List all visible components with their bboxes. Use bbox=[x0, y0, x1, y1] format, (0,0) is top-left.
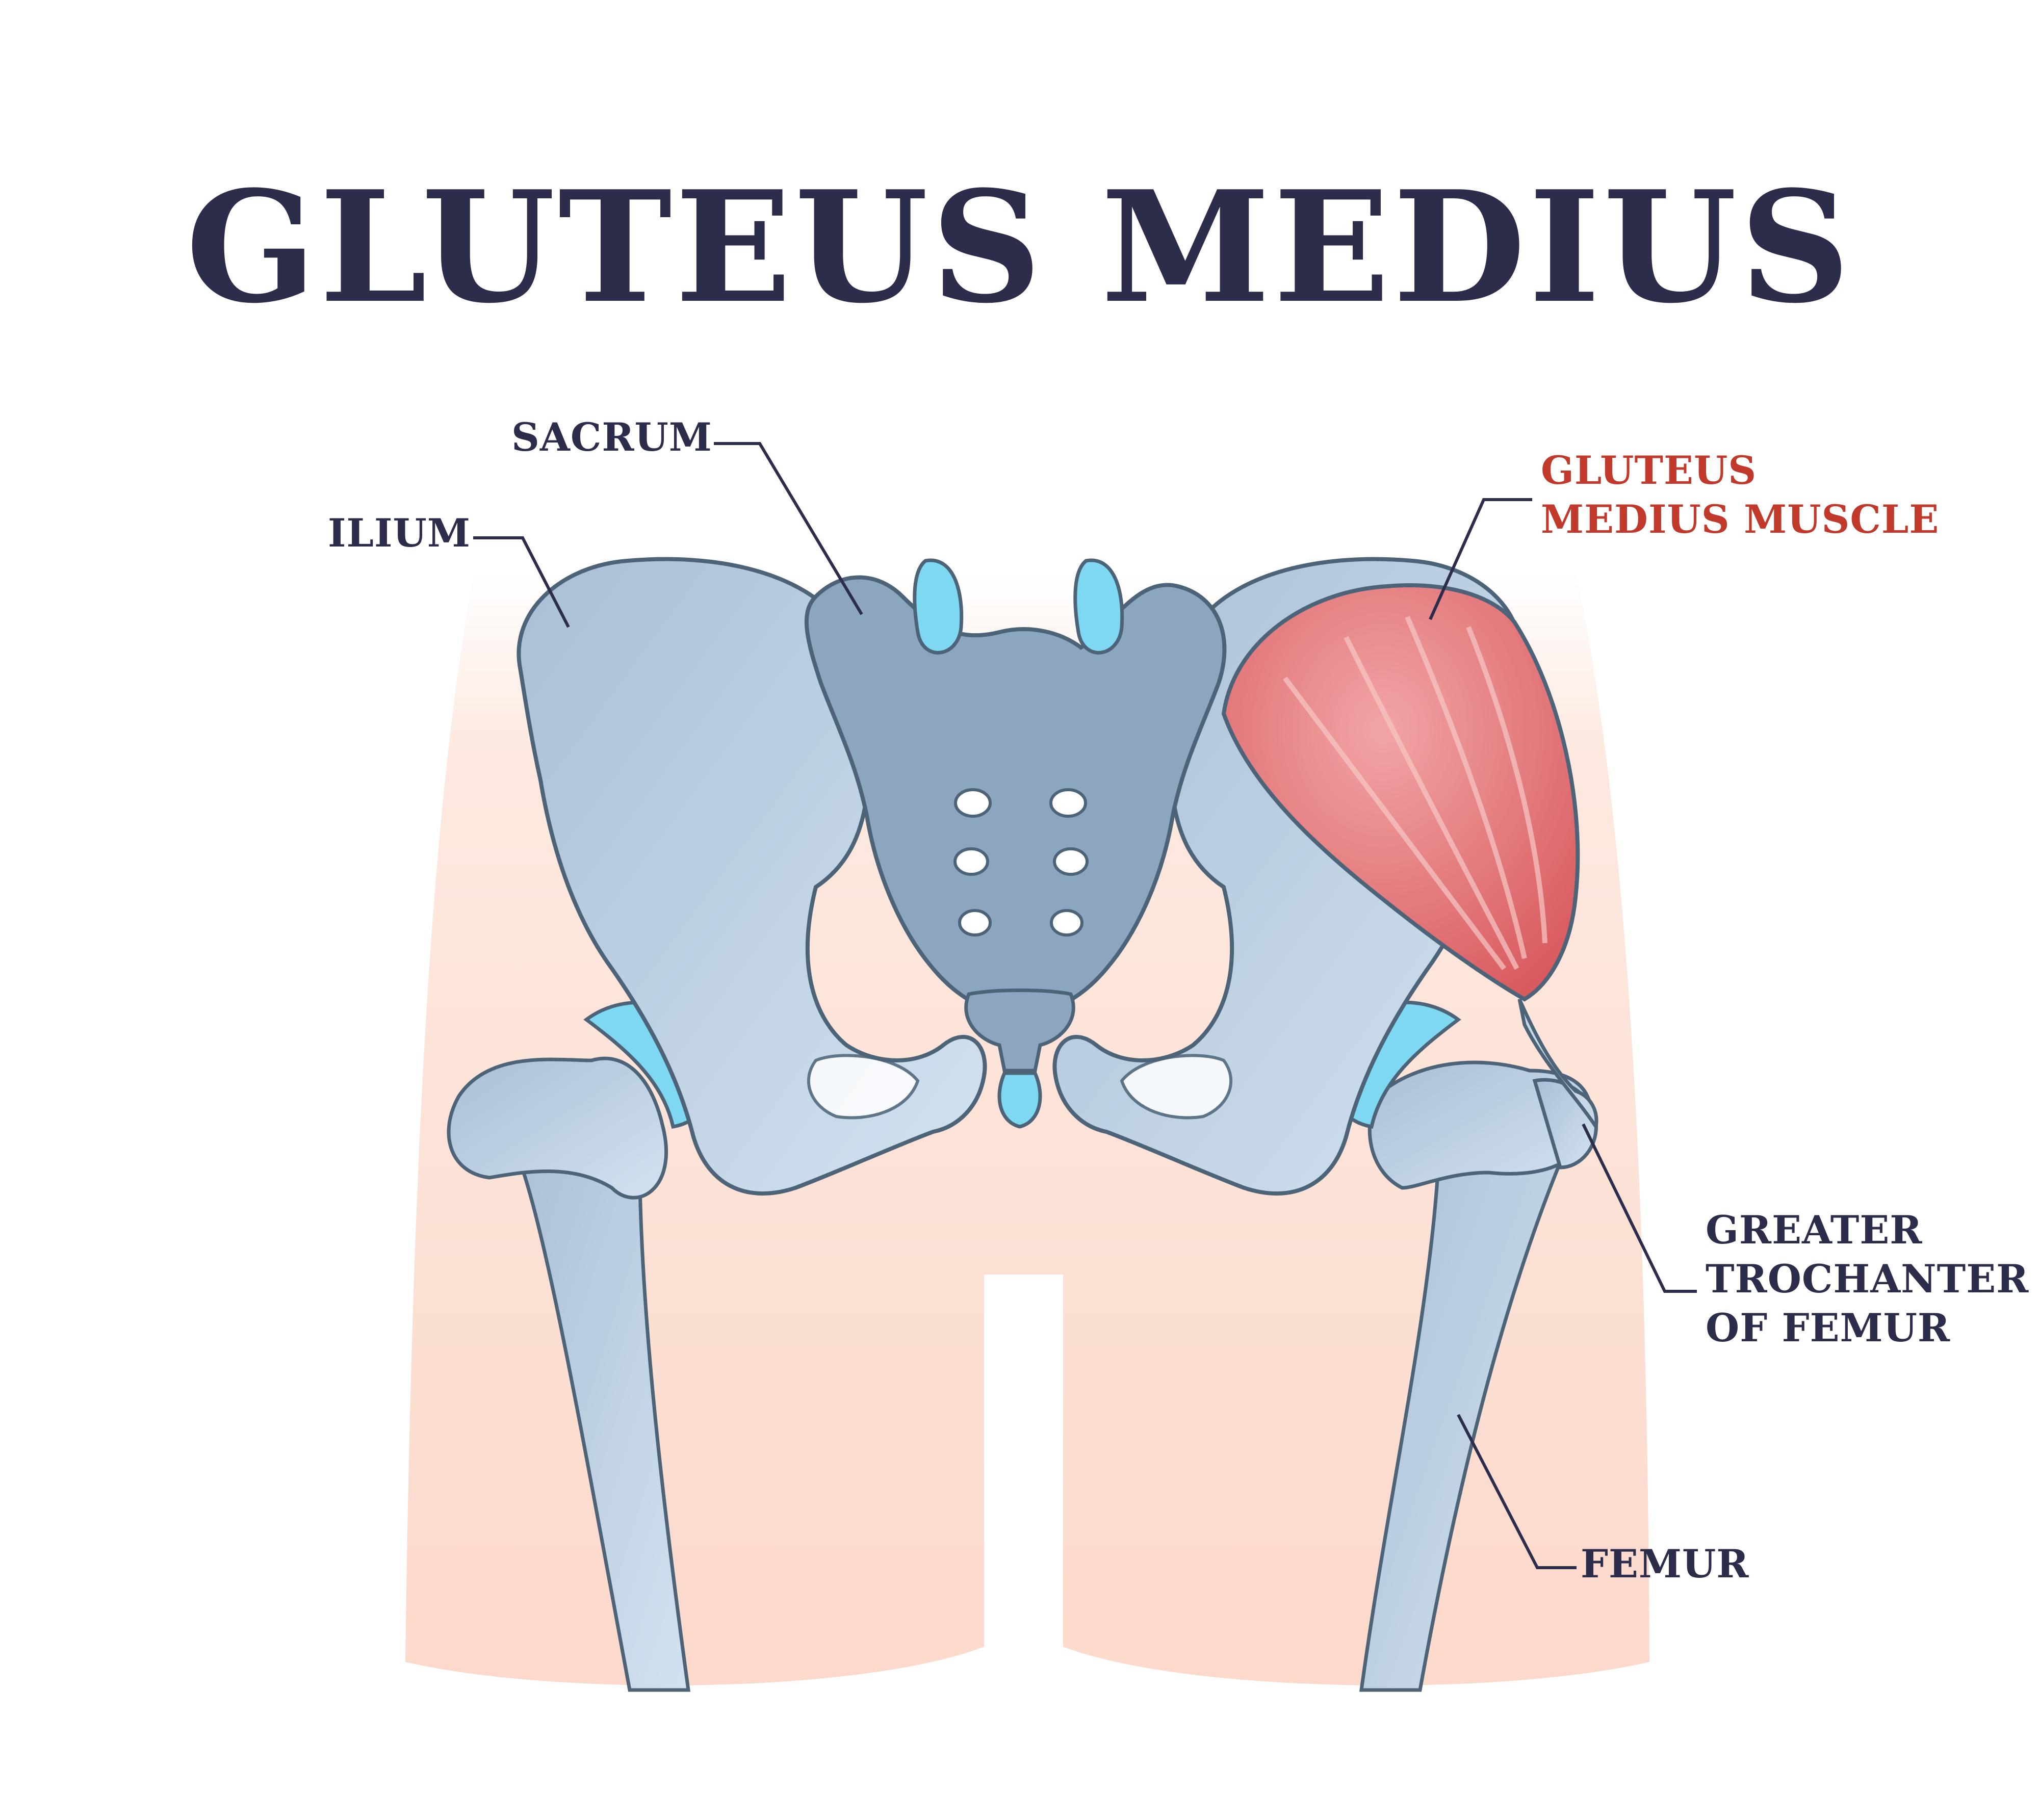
left-sacral-facet bbox=[913, 558, 964, 655]
right-obturator-foramen bbox=[1120, 1054, 1233, 1120]
label-line: OF FEMUR bbox=[1706, 1305, 1951, 1350]
pubic-symphysis bbox=[997, 1071, 1042, 1129]
leader-lines bbox=[473, 442, 1697, 1569]
right-sacral-facet bbox=[1073, 558, 1124, 655]
diagram-title: GLUTEUS MEDIUS bbox=[186, 157, 1853, 337]
sacrum-bone bbox=[804, 575, 1227, 1017]
left-femur-neck bbox=[447, 1056, 668, 1200]
label-line: TROCHANTER bbox=[1706, 1256, 2029, 1302]
label-sacrum: SACRUM bbox=[511, 414, 712, 460]
label-femur: FEMUR bbox=[1581, 1541, 1749, 1587]
label-line: GREATER bbox=[1706, 1207, 1923, 1253]
left-obturator-foramen bbox=[807, 1054, 920, 1120]
label-ilium: ILIUM bbox=[328, 510, 471, 556]
label-greater-trochanter: GREATER TROCHANTER OF FEMUR bbox=[1706, 1206, 2029, 1353]
label-gluteus-medius-muscle: GLUTEUS MEDIUS MUSCLE bbox=[1541, 446, 1939, 544]
sacral-foramina bbox=[953, 788, 1089, 937]
label-line: MEDIUS MUSCLE bbox=[1541, 497, 1940, 542]
label-line: GLUTEUS bbox=[1541, 448, 1757, 493]
muscle-fibers bbox=[1283, 616, 1547, 971]
gluteus-medius-tendon bbox=[1517, 998, 1598, 1132]
coccyx bbox=[964, 989, 1075, 1073]
